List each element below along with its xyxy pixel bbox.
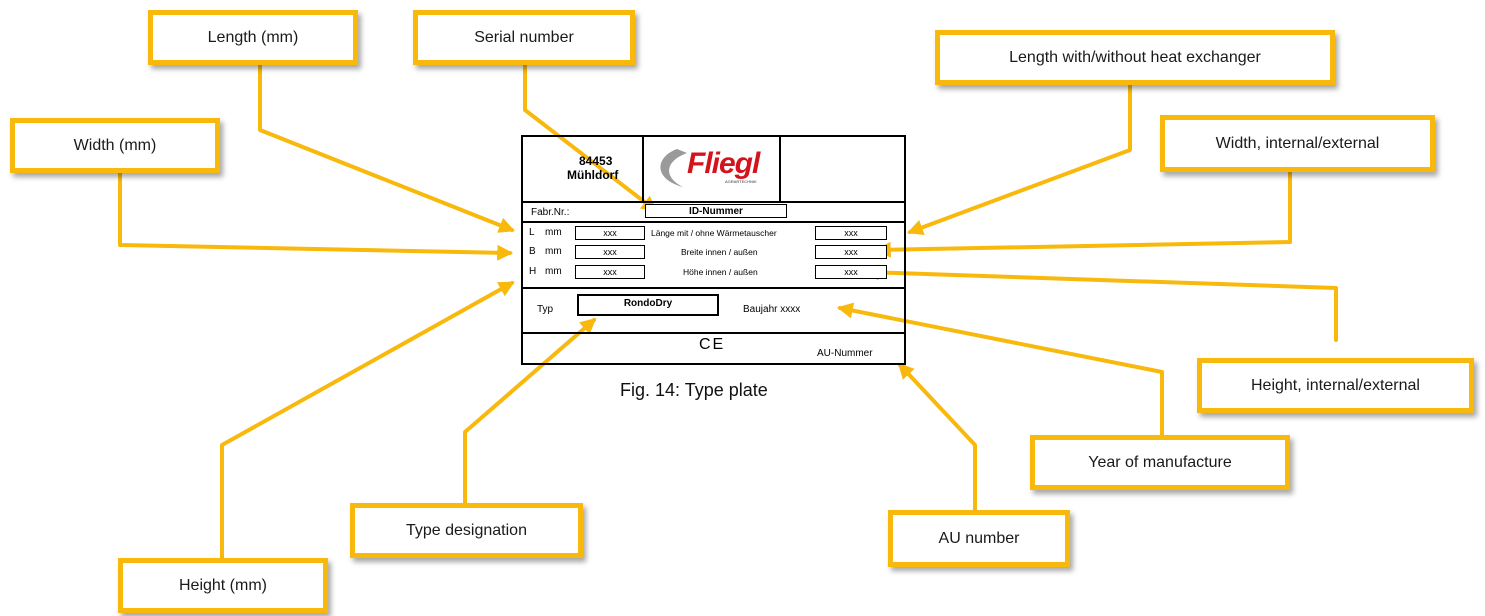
row-letter: H (529, 266, 537, 277)
type-plate: 84453 Mühldorf Fliegl AGRARTECHNIK Fabr.… (521, 135, 906, 365)
plate-divider (523, 332, 904, 334)
figure-caption: Fig. 14: Type plate (620, 380, 768, 400)
callout-type-designation-label: Type designation (406, 521, 527, 539)
row-value2-box: xxx (815, 245, 887, 259)
arrow-height-int-ext (862, 264, 1338, 342)
arrow-year (836, 302, 1164, 442)
callout-year-of-manufacture-label: Year of manufacture (1088, 453, 1232, 471)
row-unit: mm (545, 227, 562, 238)
callout-length-heat-exchanger: Length with/without heat exchanger (935, 30, 1335, 85)
arrow-height-mm (220, 281, 515, 562)
row-value: xxx (603, 267, 617, 277)
plate-divider (523, 221, 904, 223)
arrow-serial-number (523, 53, 658, 212)
callout-au-number: AU number (888, 510, 1070, 567)
plate-divider (642, 137, 644, 202)
fliegl-logo-subtext: AGRARTECHNIK (725, 179, 757, 184)
type-value: RondoDry (623, 298, 673, 309)
fliegl-logo: Fliegl AGRARTECHNIK (647, 141, 777, 197)
callout-length-mm: Length (mm) (148, 10, 358, 65)
callout-type-designation: Type designation (350, 503, 583, 558)
year-label: Baujahr xxxx (743, 304, 801, 315)
row-value2: xxx (844, 267, 858, 277)
row-value-box: xxx (575, 226, 645, 240)
callout-length-mm-label: Length (mm) (207, 28, 299, 46)
arrow-length-mm (258, 58, 515, 233)
callout-serial-number-label: Serial number (474, 28, 574, 46)
row-description: Breite innen / außen (681, 247, 758, 257)
arrow-au-number (897, 362, 977, 512)
row-value2-box: xxx (815, 265, 887, 279)
callout-length-heat-exchanger-label: Length with/without heat exchanger (1009, 48, 1261, 66)
callout-width-int-ext: Width, internal/external (1160, 115, 1435, 172)
row-value2: xxx (844, 228, 858, 238)
serial-label: Fabr.Nr.: (531, 207, 570, 218)
plate-divider (523, 287, 904, 289)
dimension-row: L mm xxx Länge mit / ohne Wärmetauscher … (523, 225, 904, 243)
plate-postcode: 84453 (579, 154, 613, 168)
callout-width-mm: Width (mm) (10, 118, 220, 173)
fliegl-logo-swoosh (660, 149, 687, 187)
row-unit: mm (545, 266, 562, 277)
dimension-row: B mm xxx Breite innen / außen xxx (523, 244, 904, 262)
arrow-width-int-ext (874, 170, 1292, 258)
row-value-box: xxx (575, 265, 645, 279)
callout-year-of-manufacture: Year of manufacture (1030, 435, 1290, 490)
row-value: xxx (603, 228, 617, 238)
plate-city: Mühldorf (567, 168, 619, 182)
au-label: AU-Nummer (817, 348, 873, 359)
row-value2: xxx (844, 247, 858, 257)
callout-height-int-ext: Height, internal/external (1197, 358, 1474, 413)
callout-height-mm: Height (mm) (118, 558, 328, 613)
callout-height-mm-label: Height (mm) (178, 576, 267, 594)
row-value2-box: xxx (815, 226, 887, 240)
arrow-length-heat-exchanger (907, 78, 1132, 236)
type-label: Typ (537, 304, 554, 315)
row-value-box: xxx (575, 245, 645, 259)
callout-width-int-ext-label: Width, internal/external (1215, 134, 1380, 152)
dimension-row: H mm xxx Höhe innen / außen xxx (523, 264, 904, 282)
fliegl-logo-text: Fliegl (687, 147, 760, 180)
plate-divider (779, 137, 781, 202)
row-value: xxx (603, 247, 617, 257)
row-description: Höhe innen / außen (683, 267, 758, 277)
callout-height-int-ext-label: Height, internal/external (1251, 376, 1420, 394)
row-description: Länge mit / ohne Wärmetauscher (651, 228, 777, 238)
type-value-box: RondoDry (577, 294, 719, 316)
callout-width-mm-label: Width (mm) (73, 136, 157, 154)
row-letter: L (529, 227, 535, 238)
arrow-type-designation (463, 317, 597, 507)
plate-divider (523, 201, 904, 203)
row-unit: mm (545, 246, 562, 257)
arrow-width-mm (118, 170, 514, 261)
row-letter: B (529, 246, 536, 257)
callout-serial-number: Serial number (413, 10, 635, 65)
callout-au-number-label: AU number (938, 529, 1020, 547)
serial-value-box: ID-Nummer (645, 204, 787, 218)
ce-mark: CE (699, 336, 726, 353)
serial-value: ID-Nummer (689, 205, 743, 217)
